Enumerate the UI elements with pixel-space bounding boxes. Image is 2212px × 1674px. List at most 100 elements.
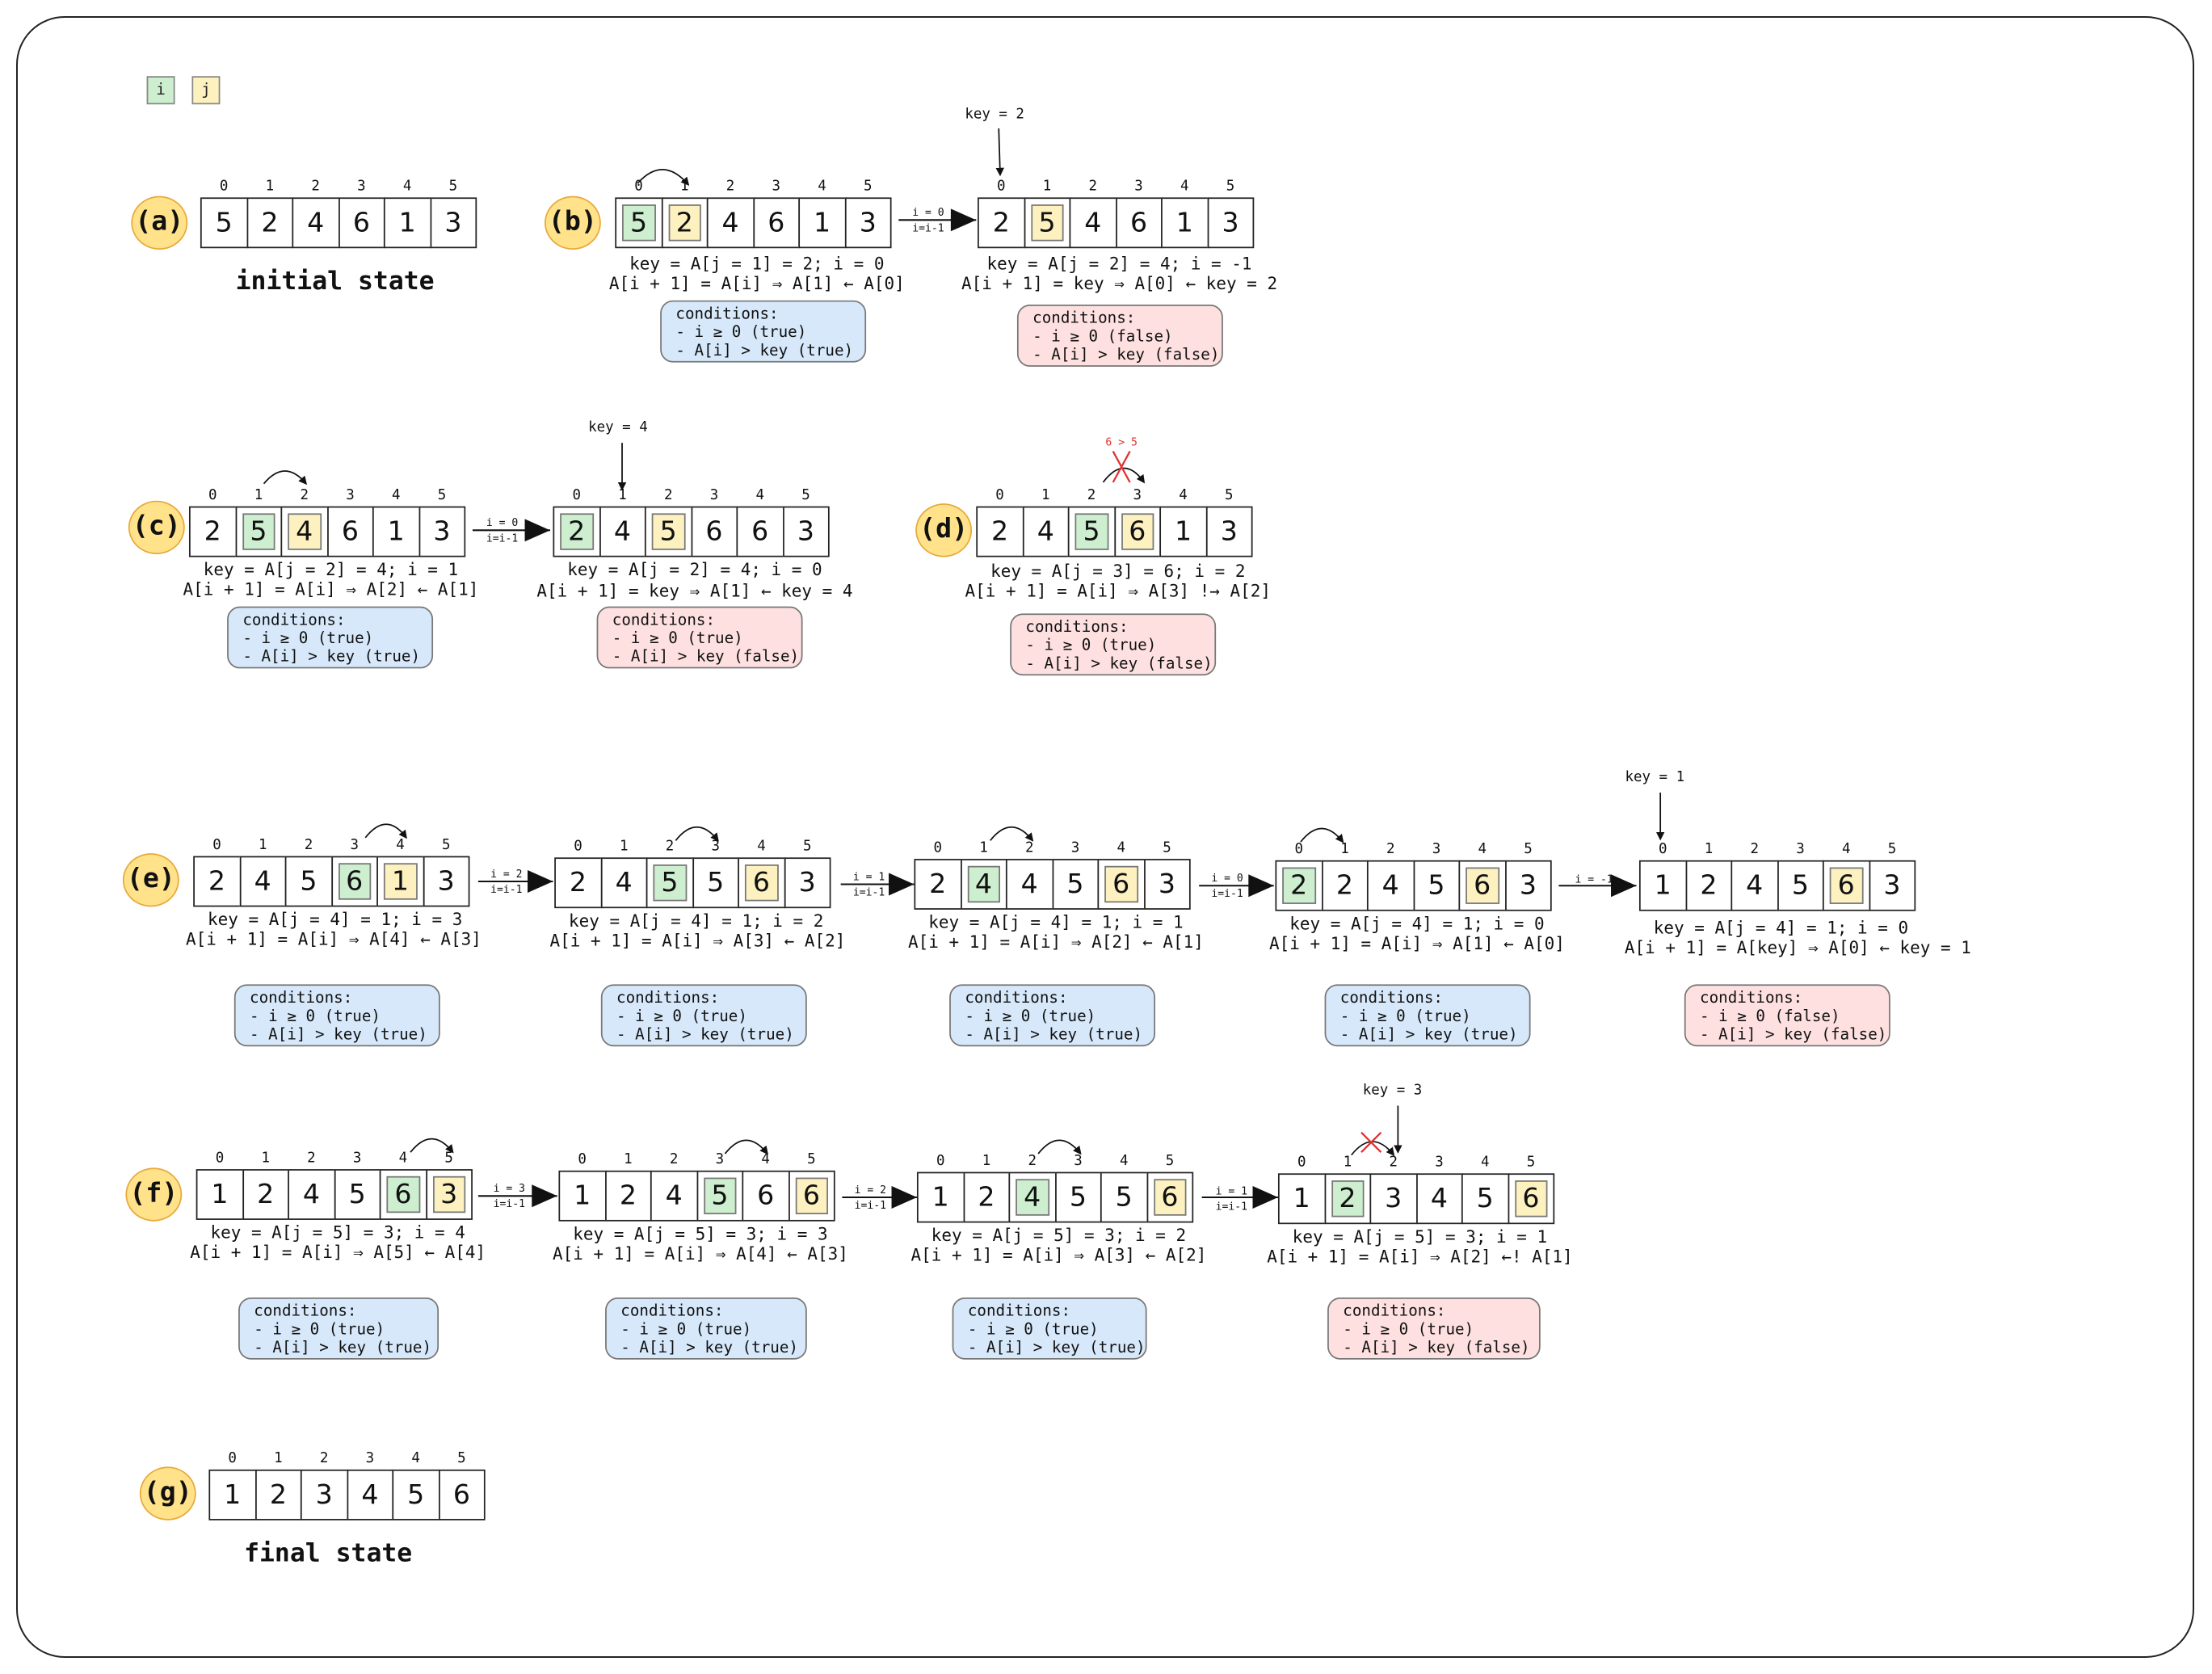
index-label: 1 bbox=[680, 179, 689, 195]
index-label: 5 bbox=[1887, 842, 1897, 858]
key-label: key = 1 bbox=[1625, 770, 1685, 786]
cell-value: 3 bbox=[1883, 870, 1901, 902]
cell-value: 5 bbox=[707, 867, 725, 898]
condition-line: - A[i] > key (true) bbox=[616, 1025, 794, 1044]
cell-value: 5 bbox=[300, 865, 318, 898]
index-label: 4 bbox=[1480, 1155, 1490, 1171]
index-label: 3 bbox=[1432, 842, 1441, 858]
cell-value: 2 bbox=[1335, 870, 1354, 902]
step-line1: key = A[j = 1] = 2; i = 0 bbox=[629, 254, 885, 274]
index-label: 0 bbox=[212, 837, 221, 854]
index-label: 1 bbox=[258, 837, 267, 854]
step-badge-f: (f) bbox=[125, 1167, 183, 1222]
index-label: 0 bbox=[634, 179, 643, 195]
cell-value: 2 bbox=[1290, 870, 1308, 902]
step-line2: A[i + 1] = key ⇒ A[1] ← key = 4 bbox=[536, 581, 853, 601]
cell-value: 2 bbox=[204, 515, 221, 548]
condition-line: - i ≥ 0 (true) bbox=[254, 1319, 385, 1339]
conditions-title: conditions: bbox=[612, 610, 716, 629]
cell-value: 5 bbox=[1069, 1181, 1087, 1213]
index-label: 5 bbox=[1165, 1153, 1175, 1170]
index-label: 5 bbox=[457, 1451, 466, 1467]
cell-value: 6 bbox=[341, 515, 360, 548]
cell-value: 3 bbox=[1222, 207, 1239, 239]
cell-value: 6 bbox=[1474, 870, 1491, 902]
cell-value: 2 bbox=[675, 207, 693, 239]
shift-arrows bbox=[263, 169, 1395, 1157]
cell-value: 4 bbox=[615, 867, 633, 898]
conditions-title: conditions: bbox=[254, 1302, 357, 1320]
index-label: 2 bbox=[307, 1150, 316, 1167]
index-label: 5 bbox=[1226, 179, 1235, 195]
cell-value: 3 bbox=[1385, 1183, 1402, 1214]
conditions-box-false: conditions:- i ≥ 0 (false)- A[i] > key (… bbox=[1016, 305, 1223, 367]
step-line2: A[i + 1] = A[i] ⇒ A[1] ← A[0] bbox=[608, 273, 905, 294]
diagram-frame bbox=[16, 16, 2194, 1658]
condition-line: - A[i] > key (true) bbox=[620, 1338, 799, 1357]
cell-value: 1 bbox=[211, 1179, 229, 1210]
cell-value: 4 bbox=[1084, 207, 1102, 239]
condition-line: - A[i] > key (true) bbox=[675, 341, 854, 360]
condition-line: - A[i] > key (true) bbox=[250, 1025, 427, 1044]
cell-value: 2 bbox=[1339, 1183, 1356, 1214]
condition-line: - A[i] > key (false) bbox=[1700, 1025, 1887, 1044]
index-label: 4 bbox=[396, 837, 405, 854]
condition-line: - A[i] > key (true) bbox=[242, 647, 421, 666]
index-label: 0 bbox=[208, 487, 217, 504]
conditions-box-true: conditions:- i ≥ 0 (true)- A[i] > key (t… bbox=[600, 984, 807, 1047]
index-label: 1 bbox=[618, 487, 627, 504]
cell-value: 2 bbox=[1700, 870, 1718, 902]
condition-line: - A[i] > key (false) bbox=[1343, 1338, 1530, 1357]
step-line1: key = A[j = 4] = 1; i = 0 bbox=[1653, 918, 1909, 938]
step-line1: key = A[j = 4] = 1; i = 2 bbox=[569, 911, 824, 932]
condition-line: - i ≥ 0 (false) bbox=[1700, 1007, 1840, 1026]
condition-line: - i ≥ 0 (true) bbox=[250, 1007, 381, 1026]
cell-value: 3 bbox=[444, 207, 462, 239]
cell-value: 4 bbox=[974, 869, 993, 900]
cell-value: 2 bbox=[257, 1179, 275, 1210]
condition-line: - A[i] > key (true) bbox=[965, 1025, 1143, 1044]
index-label: 2 bbox=[1024, 840, 1034, 856]
cell-value: 4 bbox=[721, 207, 739, 239]
index-label: 3 bbox=[1133, 487, 1142, 504]
index-label: 2 bbox=[725, 179, 735, 195]
loop-label-top: i = 0 bbox=[1211, 871, 1243, 885]
conditions-title: conditions: bbox=[1339, 988, 1444, 1007]
cell-value: 6 bbox=[752, 867, 771, 898]
index-label: 4 bbox=[1180, 179, 1189, 195]
cell-value: 1 bbox=[387, 515, 405, 548]
loop-label-bottom: i=i-1 bbox=[1211, 886, 1243, 900]
index-label: 5 bbox=[801, 487, 810, 504]
key-arrows bbox=[617, 128, 1665, 1154]
step-line2: A[i + 1] = A[i] ⇒ A[2] ← A[1] bbox=[908, 932, 1204, 953]
conditions-title: conditions: bbox=[965, 988, 1068, 1007]
index-label: 5 bbox=[807, 1152, 816, 1168]
index-label: 5 bbox=[444, 1150, 453, 1167]
index-label: 2 bbox=[311, 179, 320, 195]
cell-value: 4 bbox=[302, 1179, 321, 1210]
